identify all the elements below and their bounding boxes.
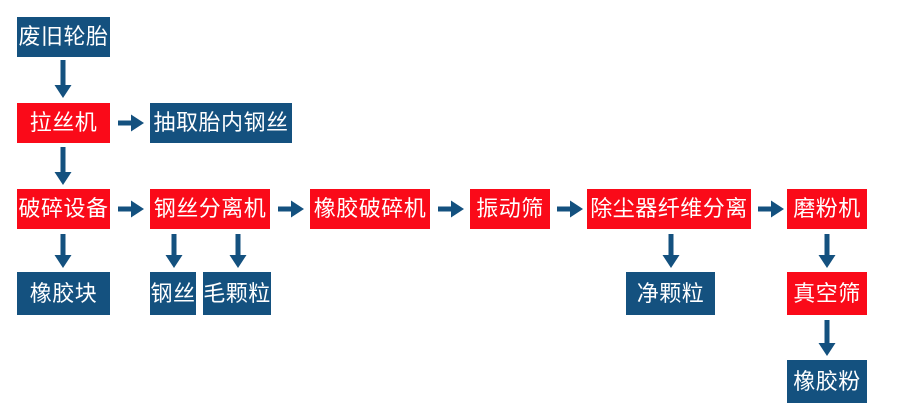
node-label: 真空筛 (793, 280, 861, 306)
node-label: 抽取胎内钢丝 (153, 110, 289, 135)
node-steel-wire[interactable]: 钢丝 (150, 272, 196, 315)
node-wire-drawing-machine[interactable]: 拉丝机 (17, 103, 110, 143)
arrow-down-icon (227, 234, 249, 268)
node-grinding-mill[interactable]: 磨粉机 (787, 189, 867, 229)
node-label: 钢丝分离机 (153, 196, 267, 221)
arrow-wire-separator-to-steel-wire (163, 234, 185, 268)
arrow-right-icon (438, 198, 464, 220)
node-waste-tire[interactable]: 废旧轮胎 (17, 17, 110, 57)
arrow-down-icon (52, 60, 74, 98)
node-label: 废旧轮胎 (18, 24, 109, 49)
arrow-right-icon (557, 198, 583, 220)
arrow-dust-separator-to-grinding-mill (758, 198, 784, 220)
arrow-crushing-to-wire-separator (118, 198, 144, 220)
node-vibrating-screen[interactable]: 振动筛 (470, 189, 550, 229)
arrow-wire-drawing-to-extract-bead-wire (118, 112, 144, 134)
arrow-rubber-crusher-to-vibrating-screen (438, 198, 464, 220)
arrow-crushing-to-rubber-block (52, 234, 74, 268)
node-clean-granule[interactable]: 净颗粒 (626, 272, 715, 315)
node-fiber-granule[interactable]: 毛颗粒 (203, 272, 271, 315)
node-crushing-equipment[interactable]: 破碎设备 (17, 189, 110, 229)
arrow-down-icon (52, 234, 74, 268)
node-label: 除尘器纤维分离 (590, 196, 748, 221)
node-label: 毛颗粒 (203, 280, 271, 306)
node-label: 橡胶块 (29, 280, 98, 306)
node-label: 振动筛 (476, 196, 544, 221)
node-label: 钢丝 (150, 280, 196, 306)
arrow-right-icon (118, 112, 144, 134)
arrow-wire-drawing-to-crushing (52, 147, 74, 185)
arrow-wire-separator-to-rubber-crusher (278, 198, 304, 220)
node-rubber-block[interactable]: 橡胶块 (17, 272, 110, 315)
node-label: 拉丝机 (29, 110, 98, 135)
node-vacuum-screen[interactable]: 真空筛 (787, 272, 867, 315)
node-extract-bead-wire[interactable]: 抽取胎内钢丝 (150, 103, 292, 143)
node-label: 磨粉机 (793, 196, 861, 221)
arrow-right-icon (758, 198, 784, 220)
node-rubber-crusher[interactable]: 橡胶破碎机 (310, 189, 430, 229)
node-rubber-powder[interactable]: 橡胶粉 (787, 360, 867, 403)
arrow-right-icon (278, 198, 304, 220)
arrow-down-icon (52, 147, 74, 185)
arrow-down-icon (816, 234, 838, 268)
arrow-down-icon (816, 320, 838, 356)
arrow-down-icon (163, 234, 185, 268)
arrow-wire-separator-to-fiber-granule (227, 234, 249, 268)
arrow-dust-separator-to-clean-granule (660, 234, 682, 268)
node-dust-fiber-separator[interactable]: 除尘器纤维分离 (587, 189, 751, 229)
arrow-vacuum-screen-to-rubber-powder (816, 320, 838, 356)
node-wire-separator[interactable]: 钢丝分离机 (150, 189, 270, 229)
node-label: 破碎设备 (18, 196, 109, 221)
arrow-grinding-mill-to-vacuum-screen (816, 234, 838, 268)
arrow-right-icon (118, 198, 144, 220)
node-label: 净颗粒 (636, 280, 705, 306)
node-label: 橡胶粉 (793, 368, 861, 394)
arrow-waste-tire-to-wire-drawing (52, 60, 74, 98)
node-label: 橡胶破碎机 (313, 196, 427, 221)
arrow-vibrating-screen-to-dust-separator (557, 198, 583, 220)
arrow-down-icon (660, 234, 682, 268)
